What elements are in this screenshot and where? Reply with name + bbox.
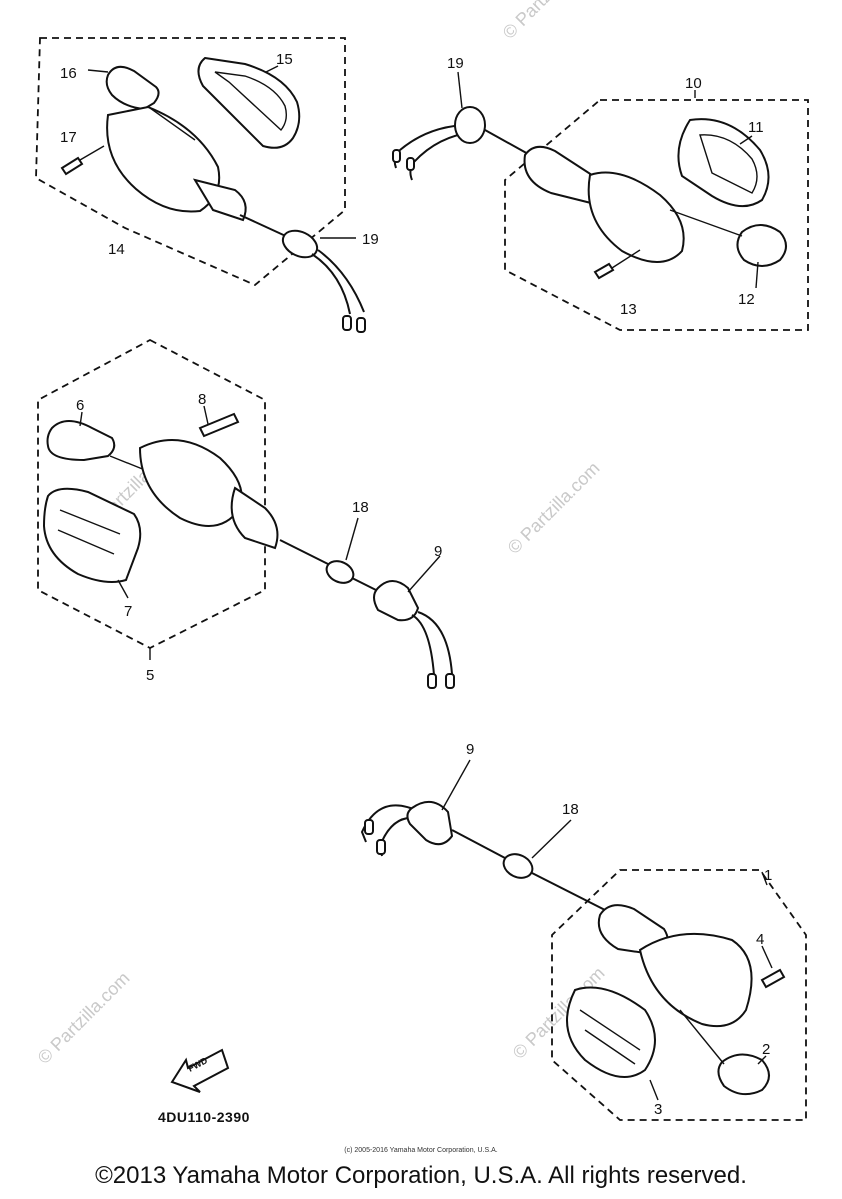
lens-3 (566, 986, 656, 1078)
callout-6: 6 (76, 397, 84, 414)
callout-18-b: 18 (562, 801, 579, 818)
grommet-18-b (502, 853, 534, 879)
watermark-1: © Partzilla.com (499, 0, 599, 43)
assembly-1 (360, 759, 807, 1121)
grommet-19-a (281, 229, 319, 259)
lens-11 (677, 118, 770, 207)
assembly-14-outline (35, 37, 346, 287)
callout-16: 16 (60, 65, 77, 82)
callout-17: 17 (60, 129, 77, 146)
callout-15: 15 (276, 51, 293, 68)
callout-1: 1 (764, 867, 772, 884)
callout-labels: 16 15 17 14 19 19 10 11 13 12 6 8 7 5 18… (60, 51, 772, 1118)
callout-12: 12 (738, 291, 755, 308)
screw-4 (760, 968, 786, 989)
bulb-6 (46, 420, 116, 462)
fwd-arrow: FWD (170, 1048, 230, 1093)
callout-10: 10 (685, 75, 702, 92)
lens-7 (42, 487, 142, 583)
bulb-16 (105, 65, 160, 111)
callout-18-a: 18 (352, 499, 369, 516)
callout-11: 11 (748, 119, 764, 136)
housing-1 (638, 932, 753, 1028)
callout-8: 8 (198, 391, 206, 408)
callout-4: 4 (756, 931, 764, 948)
assembly-1-outline (551, 869, 807, 1121)
housing-14 (106, 105, 221, 213)
watermark-5: © Partzilla.com (34, 968, 134, 1068)
grommet-18-a (325, 560, 355, 584)
housing-10 (587, 171, 685, 263)
boot-9-a (373, 580, 420, 622)
callout-2: 2 (762, 1041, 770, 1058)
screw-13 (593, 262, 615, 280)
part-code: 4DU110-2390 (158, 1109, 250, 1125)
fwd-arrow-shape (170, 1048, 230, 1093)
assembly-14 (35, 37, 366, 333)
callout-19-b: 19 (447, 55, 464, 72)
copyright-notice: ©2013 Yamaha Motor Corporation, U.S.A. A… (95, 1162, 747, 1189)
lens-15 (197, 56, 301, 149)
bulb-12 (736, 224, 787, 267)
screw-17 (60, 156, 84, 176)
watermark-2: © Partzilla.com (504, 458, 604, 558)
assembly-5 (37, 338, 455, 689)
callout-9-a: 9 (434, 543, 442, 560)
callout-14: 14 (108, 241, 125, 258)
callout-13: 13 (620, 301, 637, 318)
callout-5: 5 (146, 667, 154, 684)
screw-8 (198, 412, 240, 438)
assembly-10 (392, 71, 809, 331)
grommet-19-b (454, 106, 486, 144)
housing-5 (138, 439, 243, 527)
callout-19-a: 19 (362, 231, 379, 248)
small-copyright: (c) 2005-2016 Yamaha Motor Corporation, … (344, 1147, 498, 1154)
callout-9-b: 9 (466, 741, 474, 758)
assembly-10-outline (504, 99, 809, 331)
boot-9-b (406, 801, 454, 846)
callout-7: 7 (124, 603, 132, 620)
callout-3: 3 (654, 1101, 662, 1118)
bulb-2 (717, 1053, 770, 1096)
